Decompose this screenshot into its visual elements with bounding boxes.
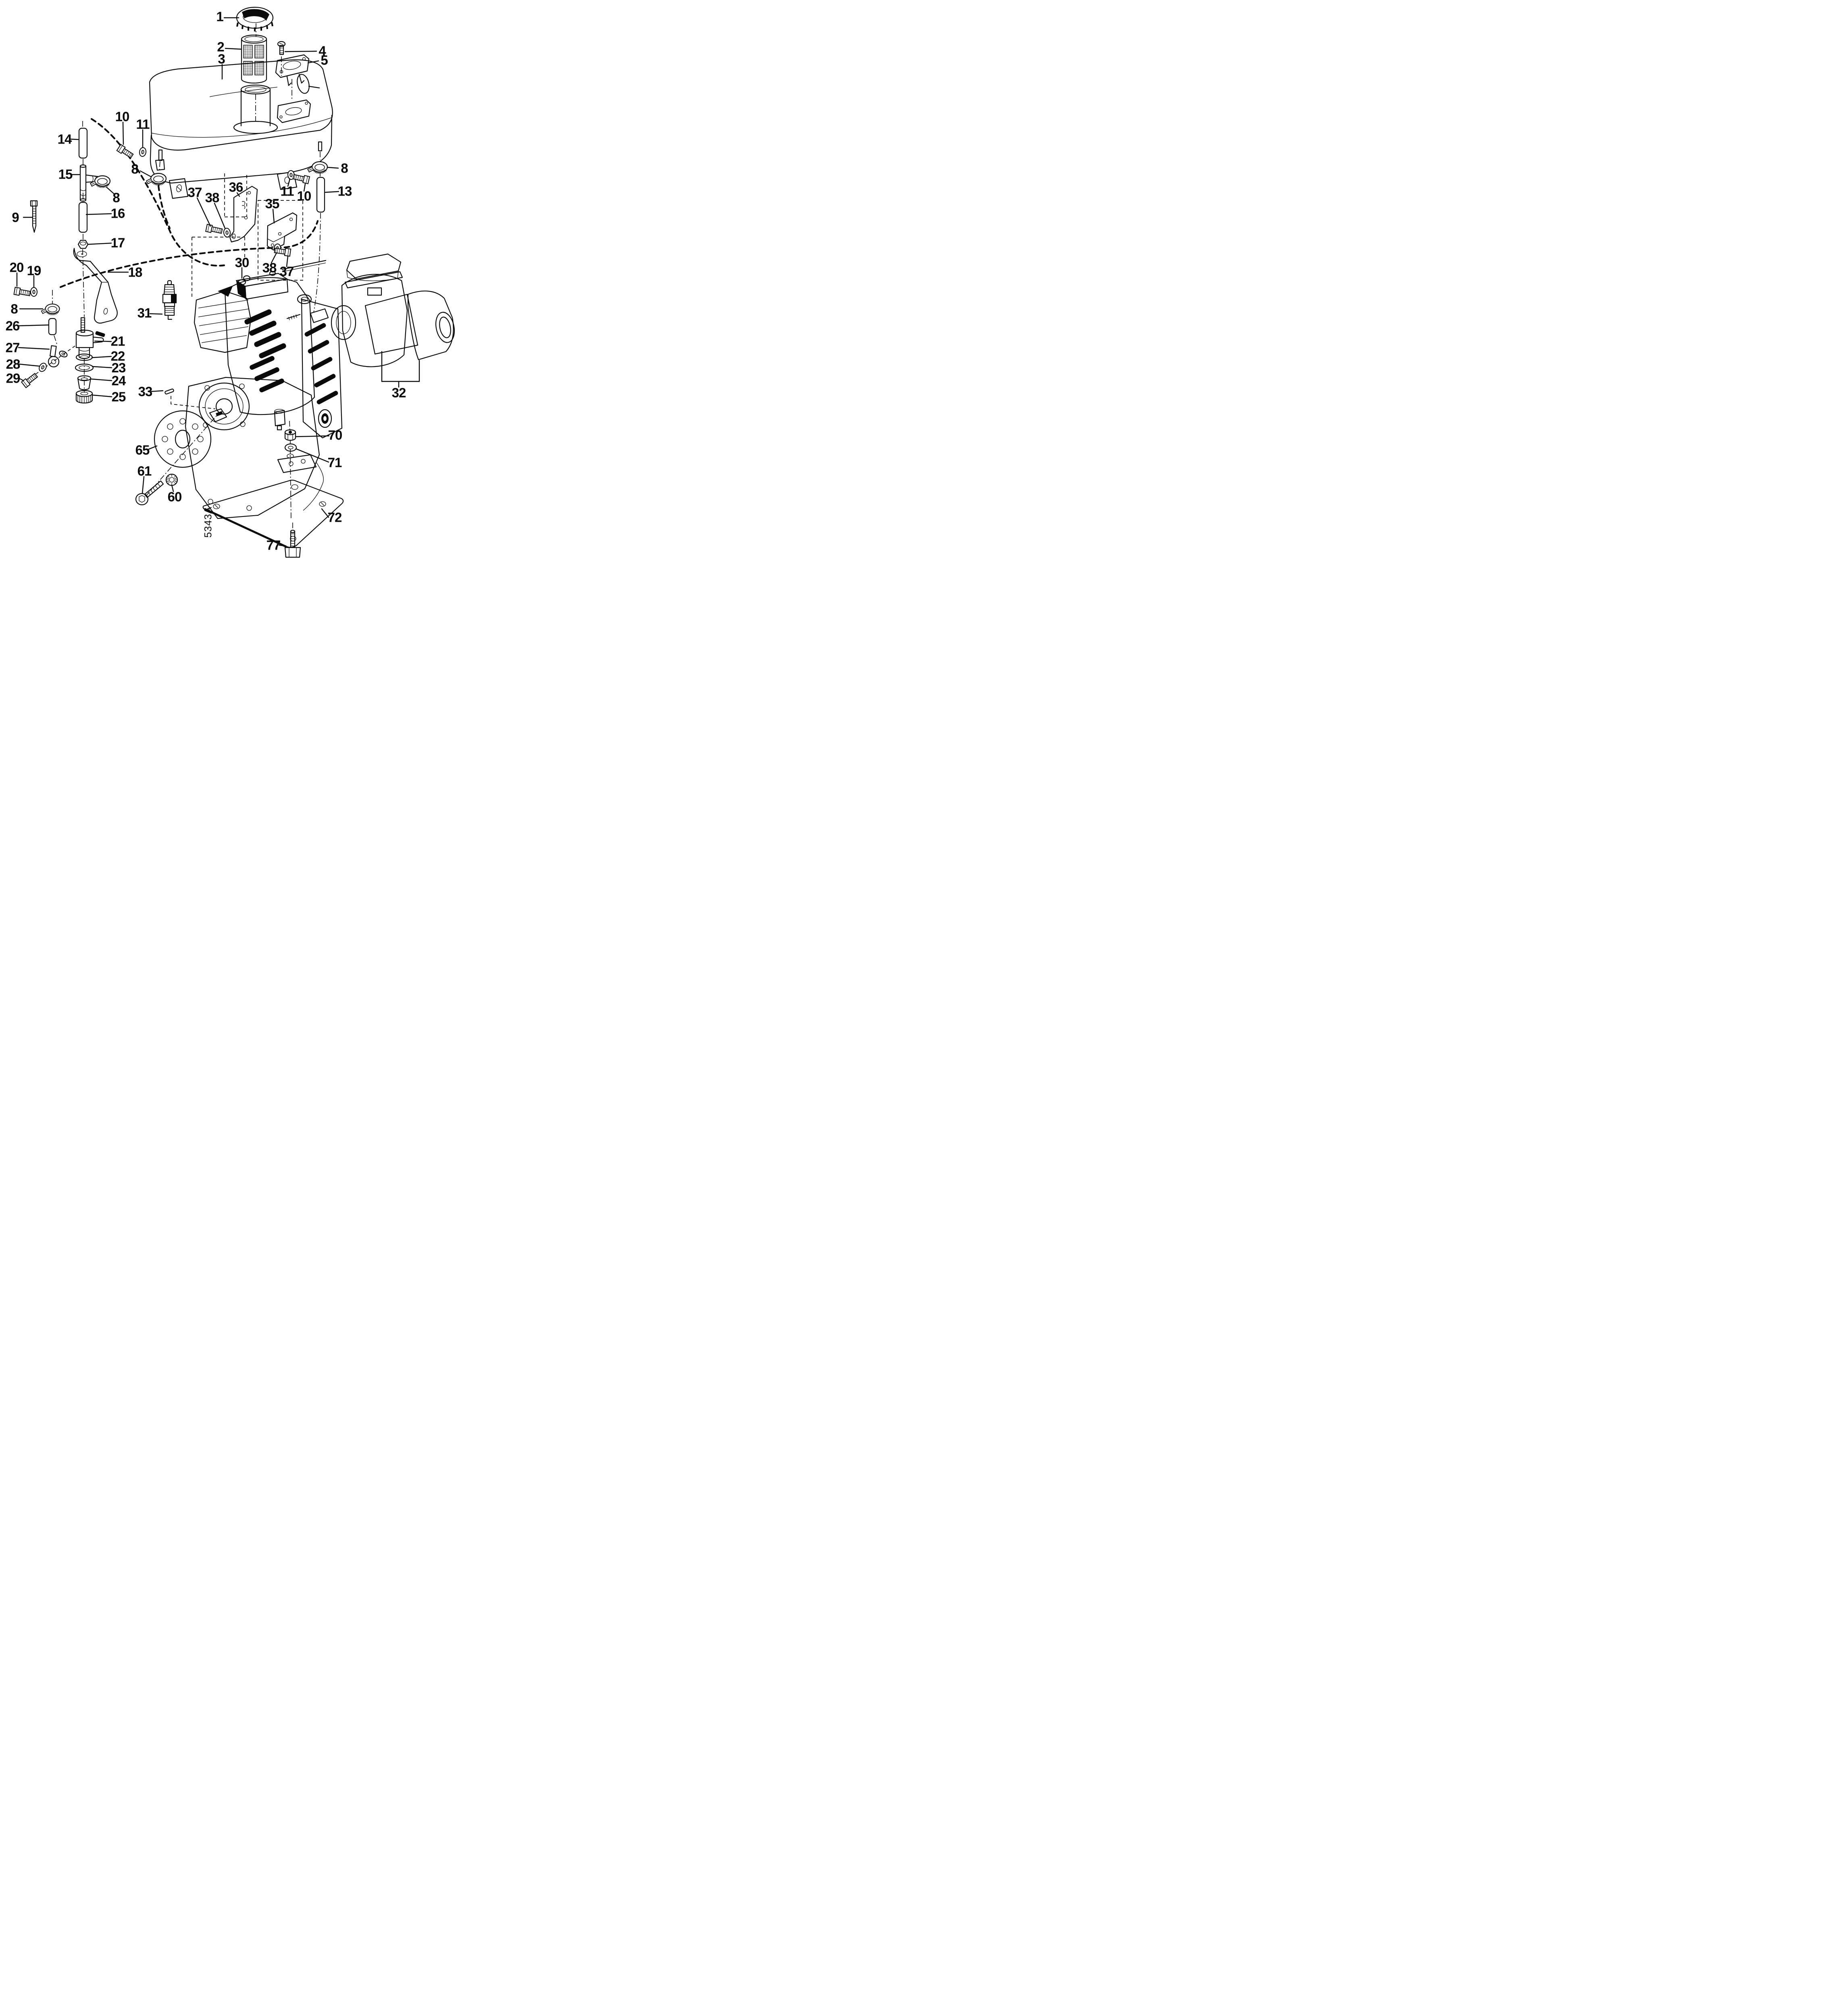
shroud-louvers — [244, 309, 286, 393]
leader-line-26 — [18, 324, 49, 327]
leader-line-33 — [150, 390, 164, 392]
leader-line-22 — [91, 356, 112, 358]
knurled-nut-25-part — [75, 390, 93, 404]
control-box-30-part — [235, 273, 289, 300]
leader-line-77 — [278, 544, 285, 547]
leader-line-5 — [307, 60, 319, 64]
leader-line-61 — [142, 476, 145, 494]
engine-assembly — [185, 253, 455, 519]
screw-9-part — [30, 200, 38, 233]
leader-line-35 — [272, 208, 275, 224]
leader-line-16 — [85, 213, 112, 215]
bracket-36-part — [229, 185, 258, 243]
bushing-24-part — [77, 375, 92, 390]
base-plate-72-part — [202, 479, 344, 548]
leader-line-8 — [327, 167, 339, 169]
leader-line-17 — [87, 242, 112, 245]
leader-line-72 — [321, 508, 329, 518]
crankcase — [185, 377, 324, 519]
leader-line-2 — [225, 48, 242, 50]
bolt-77-part — [284, 529, 301, 558]
exploded-diagram-artwork — [13, 6, 455, 558]
fuel-gauge-plate-part — [275, 41, 320, 94]
leader-line-11 — [287, 178, 291, 187]
bracket-18-part — [73, 248, 118, 324]
leader-line-4 — [284, 50, 317, 52]
leader-line-23 — [92, 366, 112, 369]
leader-line-38 — [271, 252, 277, 264]
fuel-valve-21-part — [75, 317, 105, 359]
air-cleaner-cover — [344, 253, 403, 296]
leader-line-8 — [139, 170, 152, 177]
leader-line-37 — [286, 255, 289, 267]
banjo-fitting-27-part — [48, 345, 68, 368]
leader-line-71 — [295, 448, 329, 463]
gauge-screw-part — [277, 41, 286, 55]
fuel-tank-part — [149, 59, 333, 199]
leader-lines — [16, 17, 420, 547]
carburetor-area — [243, 260, 329, 323]
leader-line-37 — [196, 197, 211, 227]
fuel-hose-16-part — [78, 202, 88, 233]
fuel-hose-13-part — [316, 177, 325, 213]
leader-line-24 — [90, 378, 112, 381]
leader-line-38 — [214, 202, 226, 229]
leader-line-21 — [94, 340, 112, 342]
nut-70-part — [284, 429, 296, 441]
fuel-strainer-part — [241, 34, 267, 84]
leader-line-70 — [295, 435, 330, 437]
banjo-washer — [59, 350, 68, 358]
bracket-35-part — [266, 212, 298, 251]
leader-line-14 — [69, 138, 79, 140]
leader-line-29 — [18, 377, 24, 381]
ring-23-part — [75, 363, 94, 372]
washer-71-part — [284, 443, 297, 458]
leader-line-10 — [303, 183, 306, 192]
leader-line-32 — [381, 351, 420, 382]
leader-line-36 — [236, 192, 240, 197]
leader-line-60 — [171, 484, 174, 492]
spark-plug-31-part — [162, 280, 177, 320]
leader-line-8 — [106, 186, 115, 194]
woodruff-key-33-part — [164, 388, 174, 395]
leader-line-27 — [18, 347, 50, 350]
leader-line-25 — [92, 394, 112, 398]
leader-line-28 — [18, 363, 40, 367]
leader-line-65 — [148, 445, 158, 450]
fuel-hose-26-part — [48, 318, 57, 335]
air-filter-cones-32 — [364, 290, 455, 360]
fuel-hose-14-part — [78, 127, 88, 159]
flywheel-adapter-65-part — [154, 410, 212, 468]
muffler-louvers — [304, 323, 338, 404]
